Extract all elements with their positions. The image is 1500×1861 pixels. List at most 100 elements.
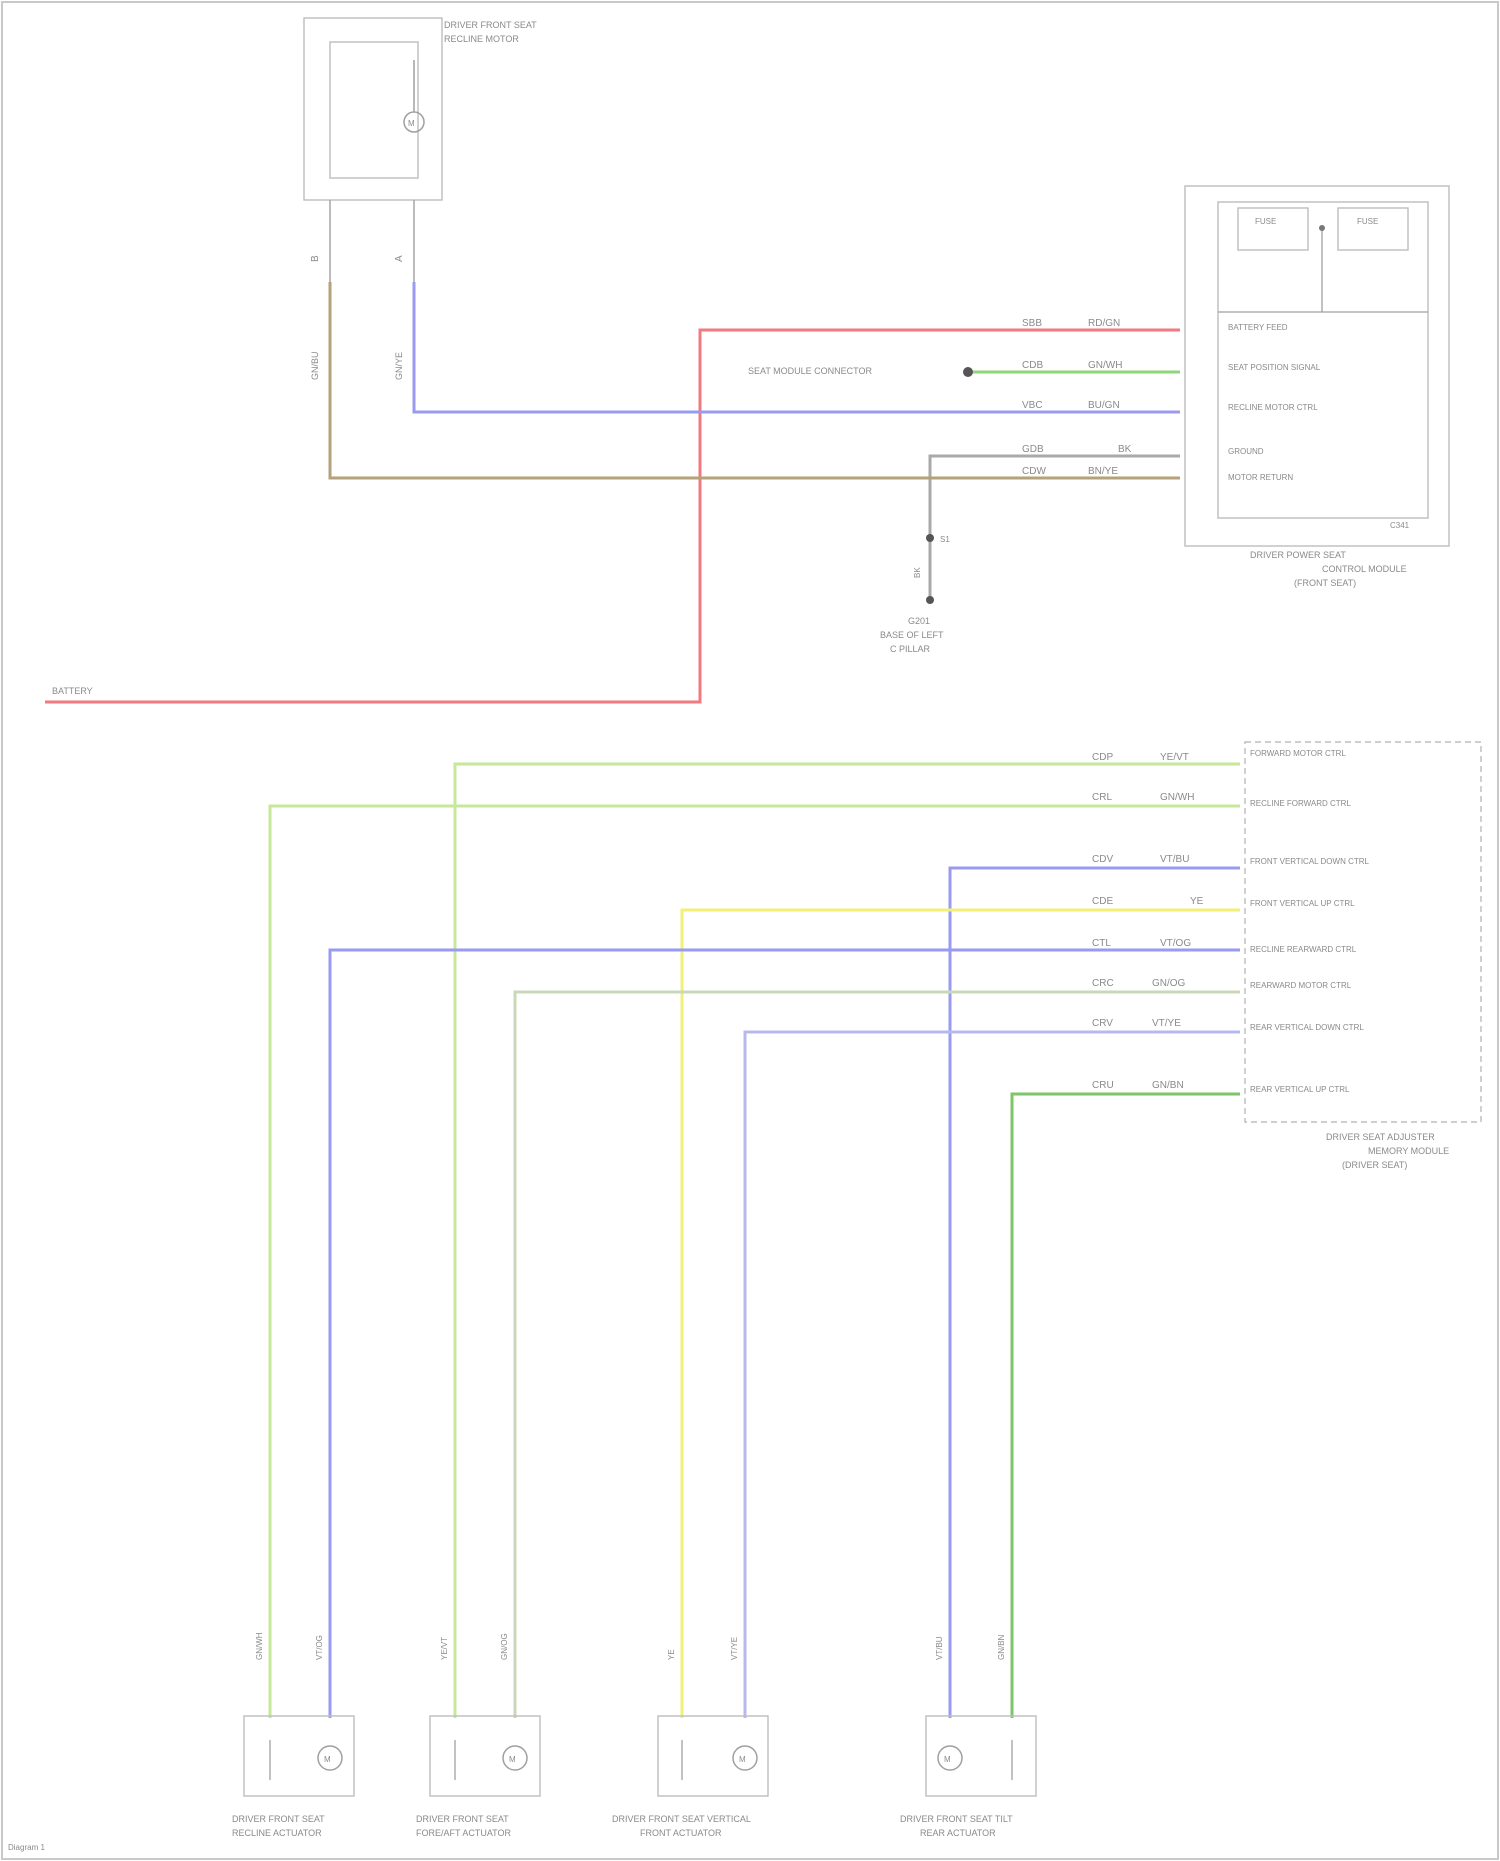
upper-pin-labels: SBB RD/GN CDB GN/WH VBC BU/GN GDB BK CDW… — [1022, 318, 1132, 477]
actuator-3-box — [658, 1716, 768, 1796]
lower-wires — [270, 764, 1240, 1718]
ground-label-2: BASE OF LEFT — [880, 630, 944, 640]
lower-module-title-2: MEMORY MODULE — [1368, 1146, 1449, 1156]
actuator-4-box — [926, 1716, 1036, 1796]
svg-text:M: M — [324, 1755, 331, 1764]
top-wire-left-color: GN/BU — [310, 351, 320, 380]
pin-1-circuit: SBB — [1022, 318, 1042, 329]
top-motor-outer-box — [304, 18, 442, 200]
upper-pin-1-label: BATTERY FEED — [1228, 323, 1288, 332]
top-motor-title: DRIVER FRONT SEAT — [444, 20, 537, 30]
connector-dot — [963, 367, 973, 377]
actuator-1-title-1: DRIVER FRONT SEAT — [232, 1814, 325, 1824]
wire-rear-vert-down-lavender — [745, 1032, 1240, 1718]
pin-4-color: BK — [1118, 444, 1132, 455]
lower-pin-3-label: FRONT VERTICAL DOWN CTRL — [1250, 857, 1370, 866]
upper-module-title-1: DRIVER POWER SEAT — [1250, 550, 1346, 560]
top-wire-left-code: B — [310, 255, 321, 262]
lower-pin-2-label: RECLINE FORWARD CTRL — [1250, 799, 1351, 808]
lower-pin-5-label: RECLINE REARWARD CTRL — [1250, 945, 1357, 954]
actuator-2-right-color: GN/OG — [500, 1633, 509, 1660]
upper-pin-3-label: RECLINE MOTOR CTRL — [1228, 403, 1318, 412]
lpin-3-color: VT/BU — [1160, 854, 1189, 865]
battery-label: BATTERY — [52, 686, 93, 696]
svg-text:M: M — [739, 1755, 746, 1764]
upper-module-title-2: CONTROL MODULE — [1322, 564, 1407, 574]
wire-forward-lightgreen — [455, 764, 1240, 1718]
top-motor-subtitle: RECLINE MOTOR — [444, 34, 519, 44]
lower-pin-8-label: REAR VERTICAL UP CTRL — [1250, 1085, 1350, 1094]
pin-1-color: RD/GN — [1088, 318, 1120, 329]
lpin-1-color: YE/VT — [1160, 752, 1189, 763]
lpin-8-circuit: CRU — [1092, 1080, 1114, 1091]
lpin-1-circuit: CDP — [1092, 752, 1113, 763]
actuator-foreaft: M YE/VT GN/OG DRIVER FRONT SEAT FORE/AFT… — [416, 1633, 540, 1838]
connector-label: SEAT MODULE CONNECTOR — [748, 366, 873, 376]
lower-module-title-1: DRIVER SEAT ADJUSTER — [1326, 1132, 1435, 1142]
pin-3-circuit: VBC — [1022, 400, 1043, 411]
ground-label-3: C PILLAR — [890, 644, 931, 654]
lpin-8-color: GN/BN — [1152, 1080, 1184, 1091]
upper-pin-4-label: GROUND — [1228, 447, 1264, 456]
ground-splice: S1 — [940, 535, 950, 544]
lpin-5-circuit: CTL — [1092, 938, 1111, 949]
lower-pin-7-label: REAR VERTICAL DOWN CTRL — [1250, 1023, 1364, 1032]
lpin-2-circuit: CRL — [1092, 792, 1112, 803]
lpin-4-circuit: CDE — [1092, 896, 1113, 907]
ground-wire: BK — [913, 567, 922, 578]
lpin-4-color: YE — [1190, 896, 1204, 907]
lpin-3-circuit: CDV — [1092, 854, 1113, 865]
pin-5-color: BN/YE — [1088, 466, 1118, 477]
wire-recline-rwd-blue — [330, 950, 1240, 1718]
lower-pin-labels: CDP YE/VT CRL GN/WH CDV VT/BU CDE YE CTL… — [1092, 752, 1204, 1091]
wire-front-vert-down-blue — [950, 868, 1240, 1718]
lower-module-title-3: (DRIVER SEAT) — [1342, 1160, 1407, 1170]
svg-text:M: M — [944, 1755, 951, 1764]
actuator-2-title-1: DRIVER FRONT SEAT — [416, 1814, 509, 1824]
wire-rear-vert-up-darkgreen — [1012, 1094, 1240, 1718]
upper-control-module: FUSE FUSE BATTERY FEED SEAT POSITION SIG… — [1185, 186, 1449, 588]
lpin-6-circuit: CRC — [1092, 978, 1114, 989]
actuator-tilt-rear: M VT/BU GN/BN DRIVER FRONT SEAT TILT REA… — [900, 1634, 1036, 1838]
actuator-2-left-color: YE/VT — [440, 1637, 449, 1660]
actuator-4-left-color: VT/BU — [935, 1636, 944, 1660]
lower-pin-4-label: FRONT VERTICAL UP CTRL — [1250, 899, 1355, 908]
upper-module-id: C341 — [1390, 521, 1410, 530]
wire-recline-blue — [414, 282, 1180, 412]
lower-pin-6-label: REARWARD MOTOR CTRL — [1250, 981, 1352, 990]
actuator-1-title-2: RECLINE ACTUATOR — [232, 1828, 322, 1838]
pin-5-circuit: CDW — [1022, 466, 1046, 477]
lower-memory-module: FORWARD MOTOR CTRL RECLINE FORWARD CTRL … — [1245, 742, 1481, 1170]
upper-pin-2-label: SEAT POSITION SIGNAL — [1228, 363, 1321, 372]
lpin-7-circuit: CRV — [1092, 1018, 1113, 1029]
pin-3-color: BU/GN — [1088, 400, 1120, 411]
footer-text: Diagram 1 — [8, 1843, 45, 1852]
upper-pin-5-label: MOTOR RETURN — [1228, 473, 1293, 482]
actuator-1-box — [244, 1716, 354, 1796]
ground-symbol: S1 BK G201 BASE OF LEFT C PILLAR — [880, 534, 950, 654]
actuator-3-left-color: YE — [667, 1649, 676, 1660]
pin-2-circuit: CDB — [1022, 360, 1043, 371]
pin-2-color: GN/WH — [1088, 360, 1122, 371]
lower-pin-1-label: FORWARD MOTOR CTRL — [1250, 749, 1346, 758]
lpin-2-color: GN/WH — [1160, 792, 1194, 803]
actuator-3-title-1: DRIVER FRONT SEAT VERTICAL — [612, 1814, 751, 1824]
wire-battery-red — [45, 330, 1180, 702]
actuator-4-right-color: GN/BN — [997, 1634, 1006, 1660]
actuator-recline: M GN/WH VT/OG DRIVER FRONT SEAT RECLINE … — [232, 1632, 354, 1838]
lpin-7-color: VT/YE — [1152, 1018, 1181, 1029]
pin-4-circuit: GDB — [1022, 444, 1044, 455]
top-motor-icon: M — [404, 60, 424, 132]
ground-label-1: G201 — [908, 616, 930, 626]
actuator-2-title-2: FORE/AFT ACTUATOR — [416, 1828, 512, 1838]
top-motor-inner-box — [330, 42, 418, 178]
actuator-1-right-color: VT/OG — [315, 1635, 324, 1660]
actuator-1-left-color: GN/WH — [255, 1632, 264, 1660]
actuator-3-title-2: FRONT ACTUATOR — [640, 1828, 722, 1838]
actuator-4-title-2: REAR ACTUATOR — [920, 1828, 996, 1838]
svg-text:M: M — [509, 1755, 516, 1764]
fuse-b-label: FUSE — [1357, 217, 1378, 226]
top-wire-right-color: GN/YE — [394, 352, 404, 380]
